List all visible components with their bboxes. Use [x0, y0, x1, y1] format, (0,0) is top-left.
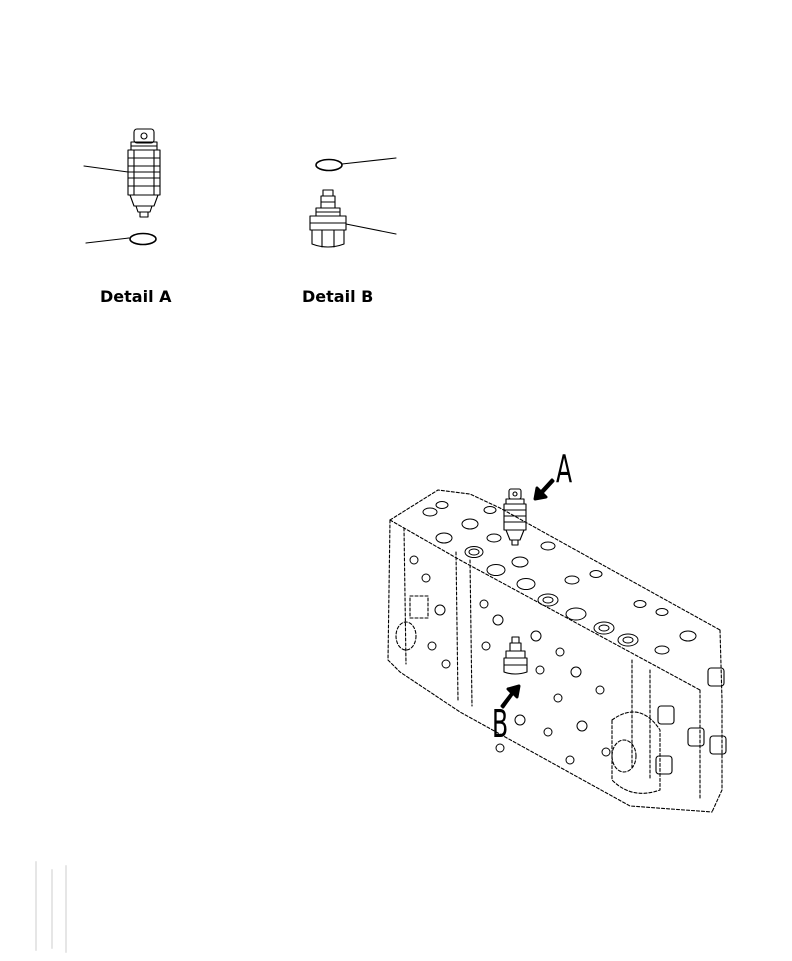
- callout-b-label: B: [492, 702, 509, 746]
- control-valve-block: [387, 489, 723, 813]
- installed-valve-a: [503, 488, 527, 546]
- detail-a-valve: [127, 128, 161, 218]
- detail-b-leader-valve: [345, 223, 397, 235]
- arrow-b-icon: [500, 684, 521, 709]
- detail-b-leader-o-ring: [341, 157, 397, 165]
- front-port-holes: [409, 555, 611, 765]
- arrow-a-icon: [533, 478, 555, 501]
- callout-a-label: A: [556, 447, 573, 491]
- installed-valve-b: [503, 636, 528, 675]
- detail-b-valve: [309, 189, 347, 248]
- port-holes: [422, 501, 697, 655]
- detail-b-o-ring: [315, 158, 343, 172]
- detail-a-caption: Detail A: [100, 287, 172, 306]
- detail-a-o-ring: [129, 232, 157, 246]
- detail-a-leader-valve: [83, 165, 129, 173]
- detail-a-leader-o-ring: [85, 237, 130, 244]
- scan-artifact: [35, 861, 67, 953]
- detail-b-caption: Detail B: [302, 287, 374, 306]
- hex-plugs: [655, 667, 727, 775]
